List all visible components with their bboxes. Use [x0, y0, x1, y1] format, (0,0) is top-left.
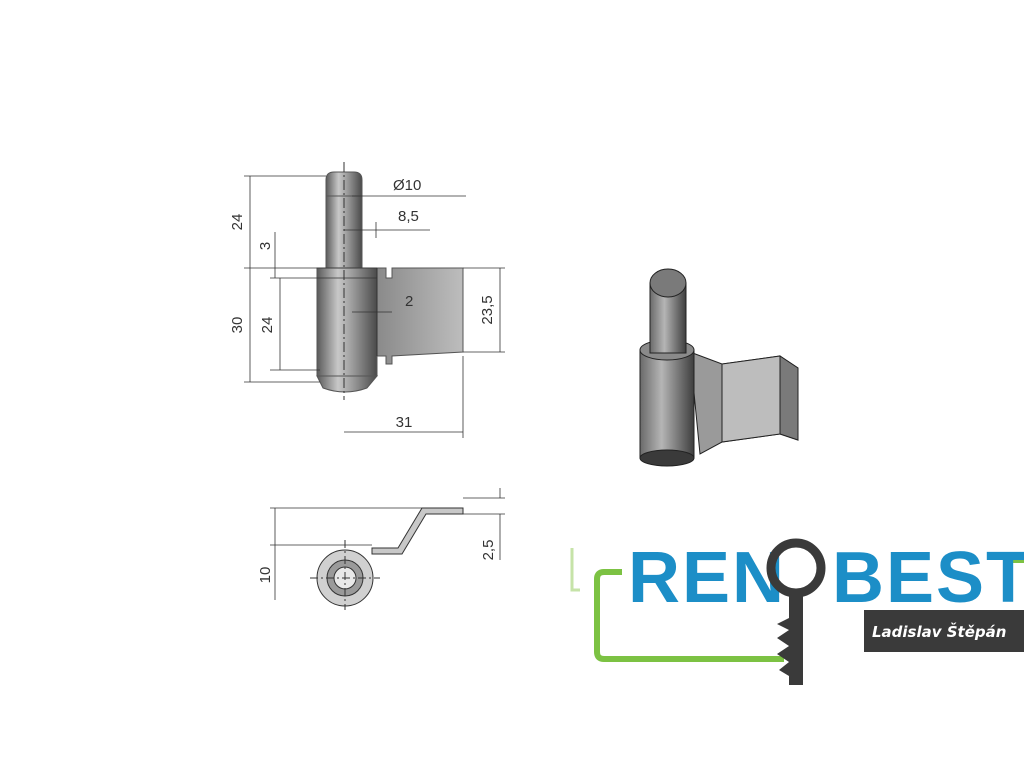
section-dimension-lines — [270, 488, 505, 600]
dim-gap: 2 — [405, 293, 413, 310]
knuckle-body — [316, 267, 378, 377]
owner-name-badge — [864, 610, 1024, 652]
dim-pin-length: 24 — [229, 214, 246, 231]
dim-knuckle-height: 24 — [259, 317, 276, 334]
dim-collar: 3 — [257, 242, 274, 250]
hinge-leaf — [376, 267, 464, 365]
knuckle-bottom — [316, 375, 379, 393]
dim-leaf-height: 23,5 — [479, 295, 496, 324]
front-dimension-lines — [244, 175, 505, 438]
dim-total-width: 31 — [396, 414, 413, 431]
brand-text-left: REN — [628, 538, 786, 618]
owner-name: Ladislav Štěpán — [872, 621, 1006, 641]
section-view-drawing — [310, 507, 464, 610]
dim-leaf-offset: 2,5 — [480, 540, 497, 561]
dim-section-height: 10 — [257, 567, 274, 584]
dim-body-height: 30 — [229, 317, 246, 334]
brand-text-right: BEST — [832, 538, 1024, 618]
logo-green-frame — [594, 569, 784, 662]
hinge-3d-view — [639, 268, 799, 467]
renobest-logo: REN BEST Ladislav Štěpán — [570, 538, 1024, 685]
section-leaf — [371, 507, 464, 555]
front-view-drawing — [316, 162, 464, 400]
key-icon — [766, 538, 826, 685]
dim-offset: 8,5 — [398, 208, 419, 225]
dim-pin-diameter: Ø10 — [393, 177, 421, 194]
